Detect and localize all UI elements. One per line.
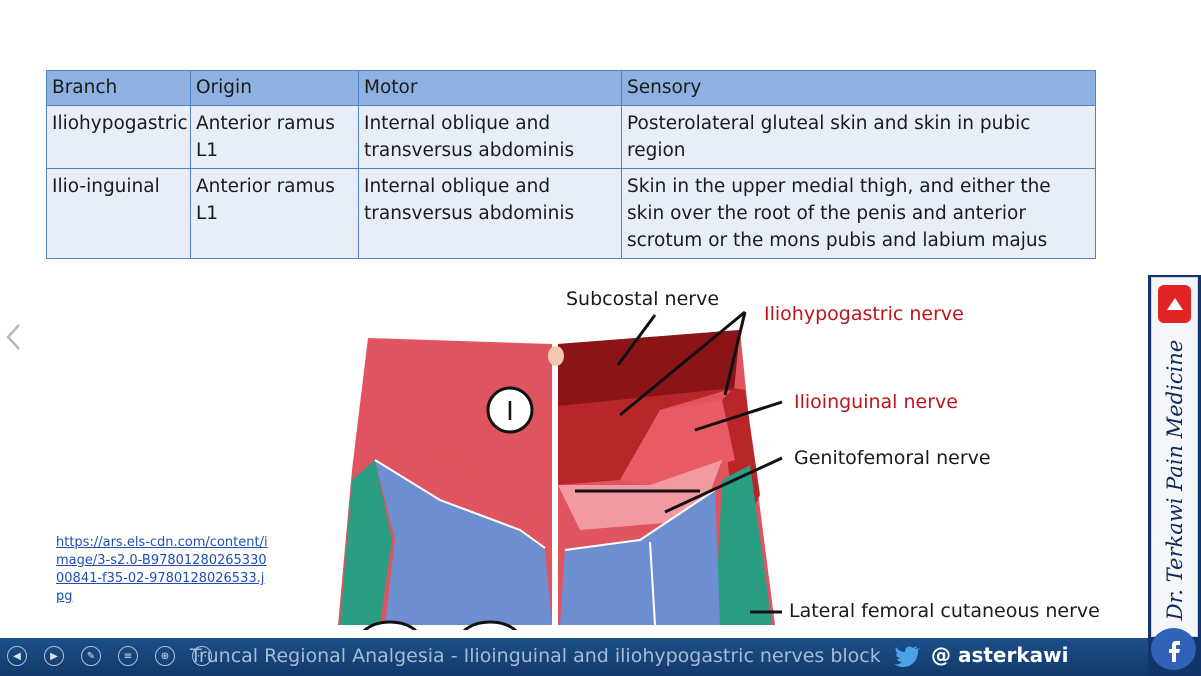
table-header-row: Branch Origin Motor Sensory — [46, 70, 1096, 106]
table-row: Iliohypogastric Anterior ramus L1 Intern… — [46, 105, 1096, 169]
subcostal-label: Subcostal nerve — [566, 288, 720, 310]
region-marker — [486, 386, 534, 434]
header-sensory: Sensory — [621, 70, 1096, 106]
zoom-icon[interactable]: ⊕ — [155, 646, 175, 666]
slide: Branch Origin Motor Sensory Iliohypogast… — [4, 70, 1100, 630]
twitter-icon[interactable] — [893, 643, 921, 673]
twitter-handle: @ asterkawi — [931, 643, 1069, 667]
cell-sensory: Posterolateral gluteal skin and skin in … — [621, 105, 1096, 169]
lateral-femoral-label: Lateral femoral cutaneous nerve — [789, 600, 1100, 622]
subcostal-band — [558, 330, 740, 406]
signature: Dr. Terkawi Pain Medicine — [1163, 339, 1187, 621]
sidebar-panel — [1151, 277, 1198, 637]
left-green — [340, 460, 392, 625]
next-icon[interactable]: ▶ — [44, 646, 64, 666]
iliohypogastric-band — [558, 388, 734, 485]
right-green — [715, 465, 772, 625]
cell-branch: Ilio-inguinal — [46, 168, 191, 259]
dermatome-figure: I — [338, 310, 783, 630]
options-icon[interactable]: ⋯ — [192, 646, 212, 666]
header-origin: Origin — [190, 70, 359, 106]
menu-icon[interactable]: ≡ — [118, 646, 138, 666]
ilioinguinal-label: Ilioinguinal nerve — [794, 391, 958, 413]
footer-title: Truncal Regional Analgesia - Ilioinguina… — [190, 645, 881, 667]
ilioinguinal-band — [620, 400, 735, 485]
cell-origin: Anterior ramus L1 — [190, 168, 359, 259]
genitofemoral-label: Genitofemoral nerve — [794, 447, 991, 469]
umbilicus — [548, 346, 564, 366]
region-marker-label: I — [506, 397, 514, 427]
presentation-bar — [0, 638, 1148, 676]
right-blue — [560, 490, 720, 625]
pen-icon[interactable]: ✎ — [81, 646, 101, 666]
table-row: Ilio-inguinal Anterior ramus L1 Internal… — [46, 168, 1096, 259]
cell-motor: Internal oblique and transversus abdomin… — [358, 105, 622, 169]
facebook-icon[interactable] — [1151, 628, 1196, 670]
nerves-table: Branch Origin Motor Sensory Iliohypogast… — [46, 70, 1096, 259]
cell-origin: Anterior ramus L1 — [190, 105, 359, 169]
cell-branch: Iliohypogastric — [46, 105, 191, 169]
scroll-top-icon[interactable] — [1158, 285, 1191, 323]
iliohypogastric-label: Iliohypogastric nerve — [764, 303, 964, 325]
left-blue — [375, 460, 552, 625]
chevron-left-icon[interactable] — [4, 322, 22, 356]
header-branch: Branch — [46, 70, 191, 106]
prev-icon[interactable]: ◀ — [7, 646, 27, 666]
source-link[interactable]: https://ars.els-cdn.com/content/image/3-… — [56, 535, 268, 604]
cell-motor: Internal oblique and transversus abdomin… — [358, 168, 622, 259]
left-pink-wedge — [380, 450, 545, 540]
header-motor: Motor — [358, 70, 622, 106]
cell-sensory: Skin in the upper medial thigh, and eith… — [621, 168, 1096, 259]
